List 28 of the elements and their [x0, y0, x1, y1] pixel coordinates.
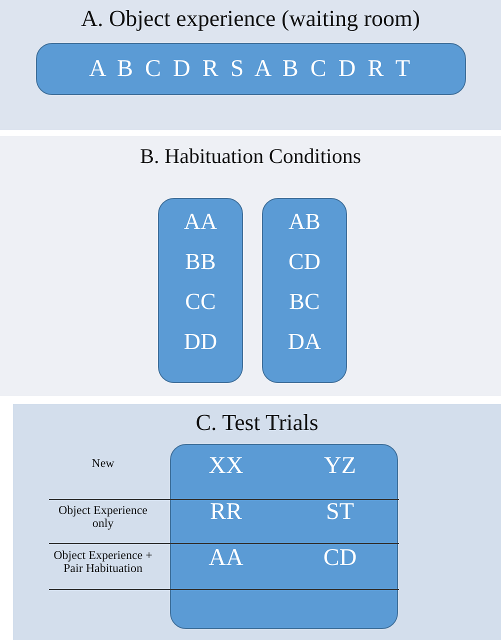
- table-box: [170, 444, 398, 629]
- row-label: Object Experience only: [58, 504, 148, 530]
- letter-pair: CC: [184, 289, 217, 315]
- letter-pair: DA: [286, 329, 322, 355]
- table-cell-text: AA: [208, 545, 244, 572]
- letter-box: [36, 43, 466, 95]
- letter-pair: DD: [182, 329, 218, 355]
- panel-background: [0, 0, 501, 130]
- table-cell-text: RR: [208, 499, 243, 526]
- table-cell-text: XX: [208, 453, 244, 480]
- letter-pair: AB: [288, 209, 322, 235]
- letter-pair: BB: [184, 249, 217, 275]
- panel-background: [13, 404, 501, 640]
- letter-pair: CD: [288, 249, 322, 275]
- letter-box: [262, 198, 347, 383]
- panel-heading: A. Object experience (waiting room): [80, 6, 422, 32]
- row-label: New: [90, 457, 116, 470]
- letter-box: [158, 198, 243, 383]
- panel-background: [0, 136, 501, 396]
- row-label: Object Experience + Pair Habituation: [52, 549, 154, 575]
- table-cell-text: YZ: [323, 453, 357, 480]
- letter-sequence: A B C D R S A B C D R T: [88, 56, 414, 83]
- letter-pair: BC: [288, 289, 321, 315]
- table-cell-text: ST: [324, 499, 355, 526]
- panel-heading: B. Habituation Conditions: [138, 144, 362, 169]
- table-cell-text: CD: [322, 545, 358, 572]
- letter-pair: AA: [182, 209, 218, 235]
- panel-heading: C. Test Trials: [194, 410, 320, 436]
